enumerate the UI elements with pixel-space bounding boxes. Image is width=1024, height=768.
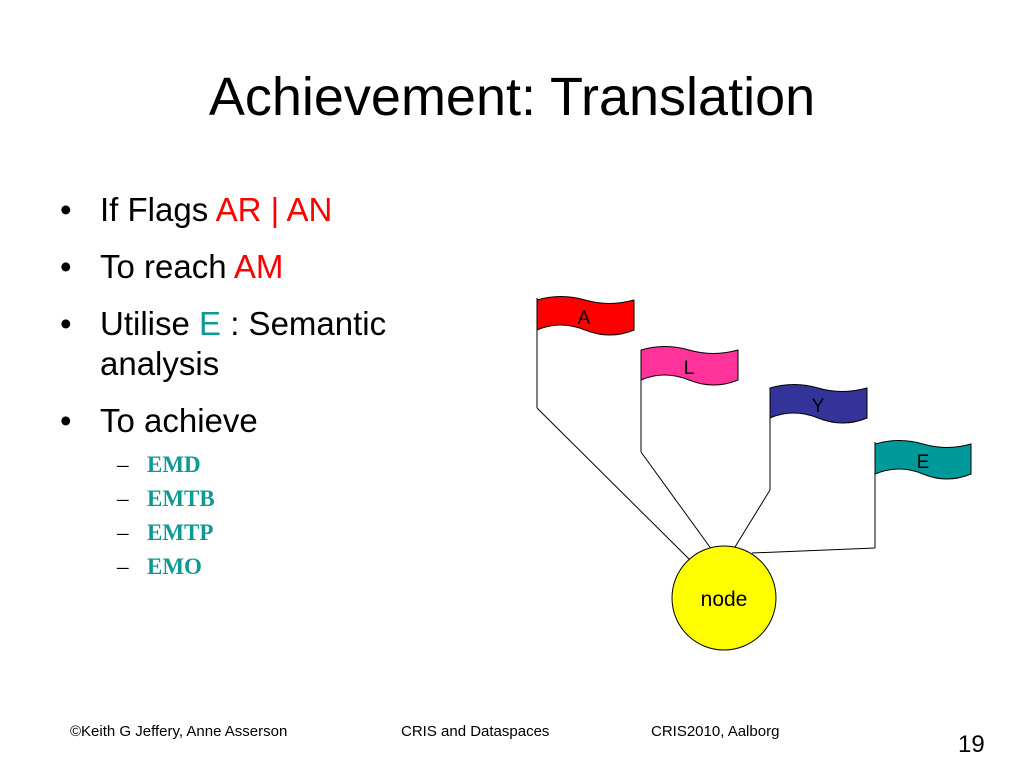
sub-item-emtp: –EMTP bbox=[60, 518, 480, 548]
flag-y-label: Y bbox=[812, 396, 825, 417]
dash-glyph: – bbox=[117, 452, 129, 477]
bullet-highlight: E bbox=[199, 305, 222, 342]
sub-item-emo: –EMO bbox=[60, 552, 480, 582]
bullet-flags: • If Flags AR | AN bbox=[60, 190, 480, 230]
flag-e-label: E bbox=[917, 452, 930, 473]
bullet-list: • If Flags AR | AN • To reach AM • Utili… bbox=[60, 190, 480, 582]
sub-item-text: EMD bbox=[147, 452, 201, 477]
footer-authors: ©Keith G Jeffery, Anne Asserson bbox=[70, 723, 288, 740]
node: node bbox=[671, 545, 777, 651]
bullet-reach: • To reach AM bbox=[60, 247, 480, 287]
bullet-text: To achieve bbox=[100, 402, 258, 439]
page-number: 19 bbox=[958, 731, 985, 758]
bullet-utilise: • Utilise E : Semantic analysis bbox=[60, 304, 480, 384]
bullet-text: To reach bbox=[100, 248, 234, 285]
flag-l: L bbox=[640, 346, 739, 386]
bullet-achieve: • To achieve bbox=[60, 401, 480, 441]
footer-event: CRIS2010, Aalborg bbox=[651, 723, 780, 740]
flag-e-banner bbox=[874, 440, 972, 480]
flag-y: Y bbox=[769, 384, 868, 424]
connector-y bbox=[734, 489, 771, 548]
flag-a-label: A bbox=[578, 308, 591, 329]
sub-item-text: EMTB bbox=[147, 486, 215, 511]
sub-list: –EMD –EMTB –EMTP –EMO bbox=[60, 450, 480, 582]
connector-a bbox=[536, 407, 691, 561]
bullet-text: If Flags bbox=[100, 191, 216, 228]
connector-l bbox=[640, 451, 713, 551]
bullet-glyph: • bbox=[60, 191, 72, 228]
sub-item-text: EMO bbox=[147, 554, 202, 579]
dash-glyph: – bbox=[117, 486, 129, 511]
connector-e bbox=[751, 547, 876, 554]
flag-y-banner bbox=[769, 384, 868, 424]
bullet-glyph: • bbox=[60, 305, 72, 342]
bullet-glyph: • bbox=[60, 248, 72, 285]
footer-topic: CRIS and Dataspaces bbox=[401, 723, 550, 740]
node-label: node bbox=[701, 588, 748, 611]
sub-item-text: EMTP bbox=[147, 520, 214, 545]
slide-title: Achievement: Translation bbox=[208, 67, 816, 127]
bullet-text: Utilise bbox=[100, 305, 200, 342]
bullet-glyph: • bbox=[60, 402, 72, 439]
node-circle bbox=[671, 545, 777, 651]
dash-glyph: – bbox=[117, 554, 129, 579]
flag-a-banner bbox=[536, 296, 635, 336]
sub-item-emd: –EMD bbox=[60, 450, 480, 480]
flag-l-label: L bbox=[684, 358, 695, 379]
flag-e: E bbox=[874, 440, 972, 480]
bullet-highlight: AM bbox=[233, 248, 284, 285]
sub-item-emtb: –EMTB bbox=[60, 484, 480, 514]
bullet-rest: : Semantic analysis bbox=[100, 305, 387, 382]
bullet-highlight: AR | AN bbox=[215, 191, 333, 228]
flag-a: A bbox=[536, 296, 635, 336]
flag-l-banner bbox=[640, 346, 739, 386]
dash-glyph: – bbox=[117, 520, 129, 545]
